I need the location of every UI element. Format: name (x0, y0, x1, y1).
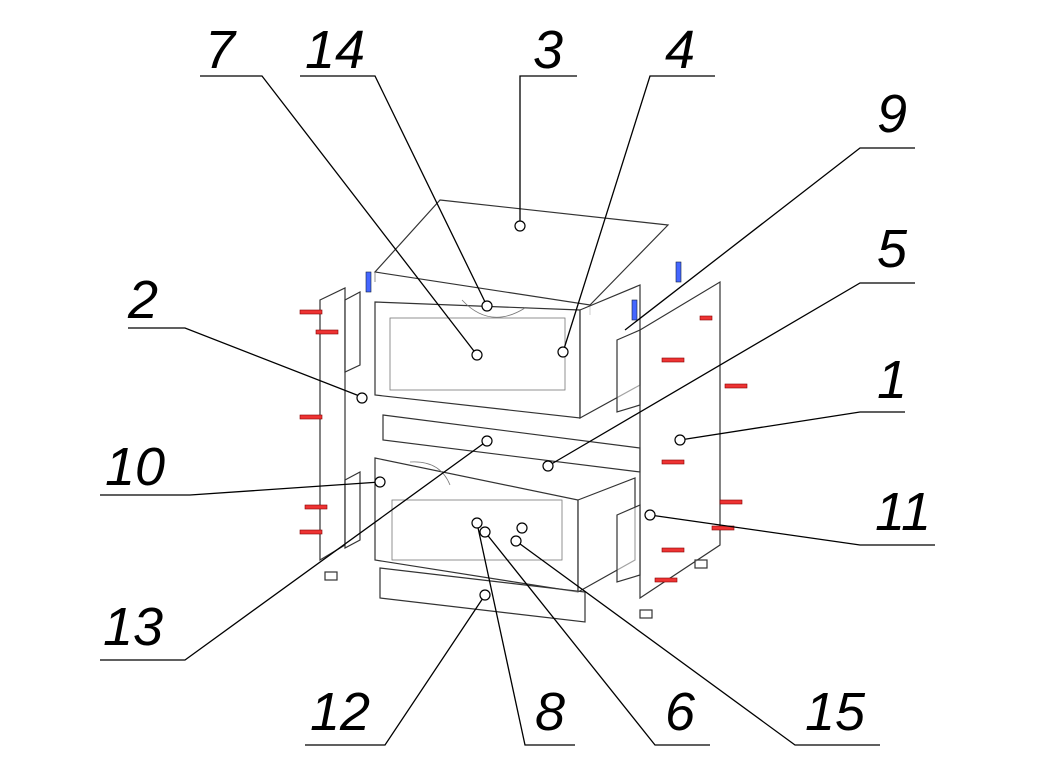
callout-7: 7 (200, 20, 483, 361)
callout-label: 12 (310, 682, 370, 742)
callout-label: 4 (665, 20, 695, 80)
left-rail-upper (344, 291, 361, 373)
callout-label: 13 (103, 597, 163, 657)
callout-label: 10 (105, 437, 165, 497)
callout-label: 14 (305, 20, 365, 80)
callout-15: 15 (510, 522, 880, 746)
callout-label: 2 (127, 270, 158, 330)
callout-1: 1 (674, 350, 907, 446)
right-rail-lower (616, 504, 641, 583)
callout-label: 9 (877, 84, 907, 144)
callout-label: 8 (535, 682, 565, 742)
callout-10: 10 (100, 437, 386, 497)
callout-label: 3 (533, 20, 563, 80)
callout-11: 11 (644, 482, 935, 546)
callout-14: 14 (300, 20, 493, 312)
callout-label: 1 (877, 350, 907, 410)
callout-label: 11 (875, 482, 931, 542)
right-rail (616, 329, 641, 413)
callout-label: 7 (205, 20, 237, 80)
callout-13: 13 (100, 435, 493, 661)
callout-label: 6 (665, 682, 696, 742)
callout-8: 8 (471, 517, 575, 746)
callout-label: 5 (877, 219, 908, 279)
left-side-panel (319, 287, 346, 562)
callout-6: 6 (479, 526, 710, 746)
callout-label: 15 (805, 682, 866, 742)
middle-rail (382, 414, 641, 473)
top-panel (373, 199, 670, 306)
cabinet-drawing (299, 199, 748, 623)
callout-5: 5 (542, 219, 915, 472)
callout-12: 12 (305, 589, 491, 746)
callout-4: 4 (557, 20, 715, 358)
callout-3: 3 (514, 20, 577, 232)
hinge-clips (365, 261, 682, 321)
left-rail-lower (344, 471, 361, 549)
callout-9: 9 (624, 84, 915, 331)
callout-2: 2 (127, 270, 368, 404)
